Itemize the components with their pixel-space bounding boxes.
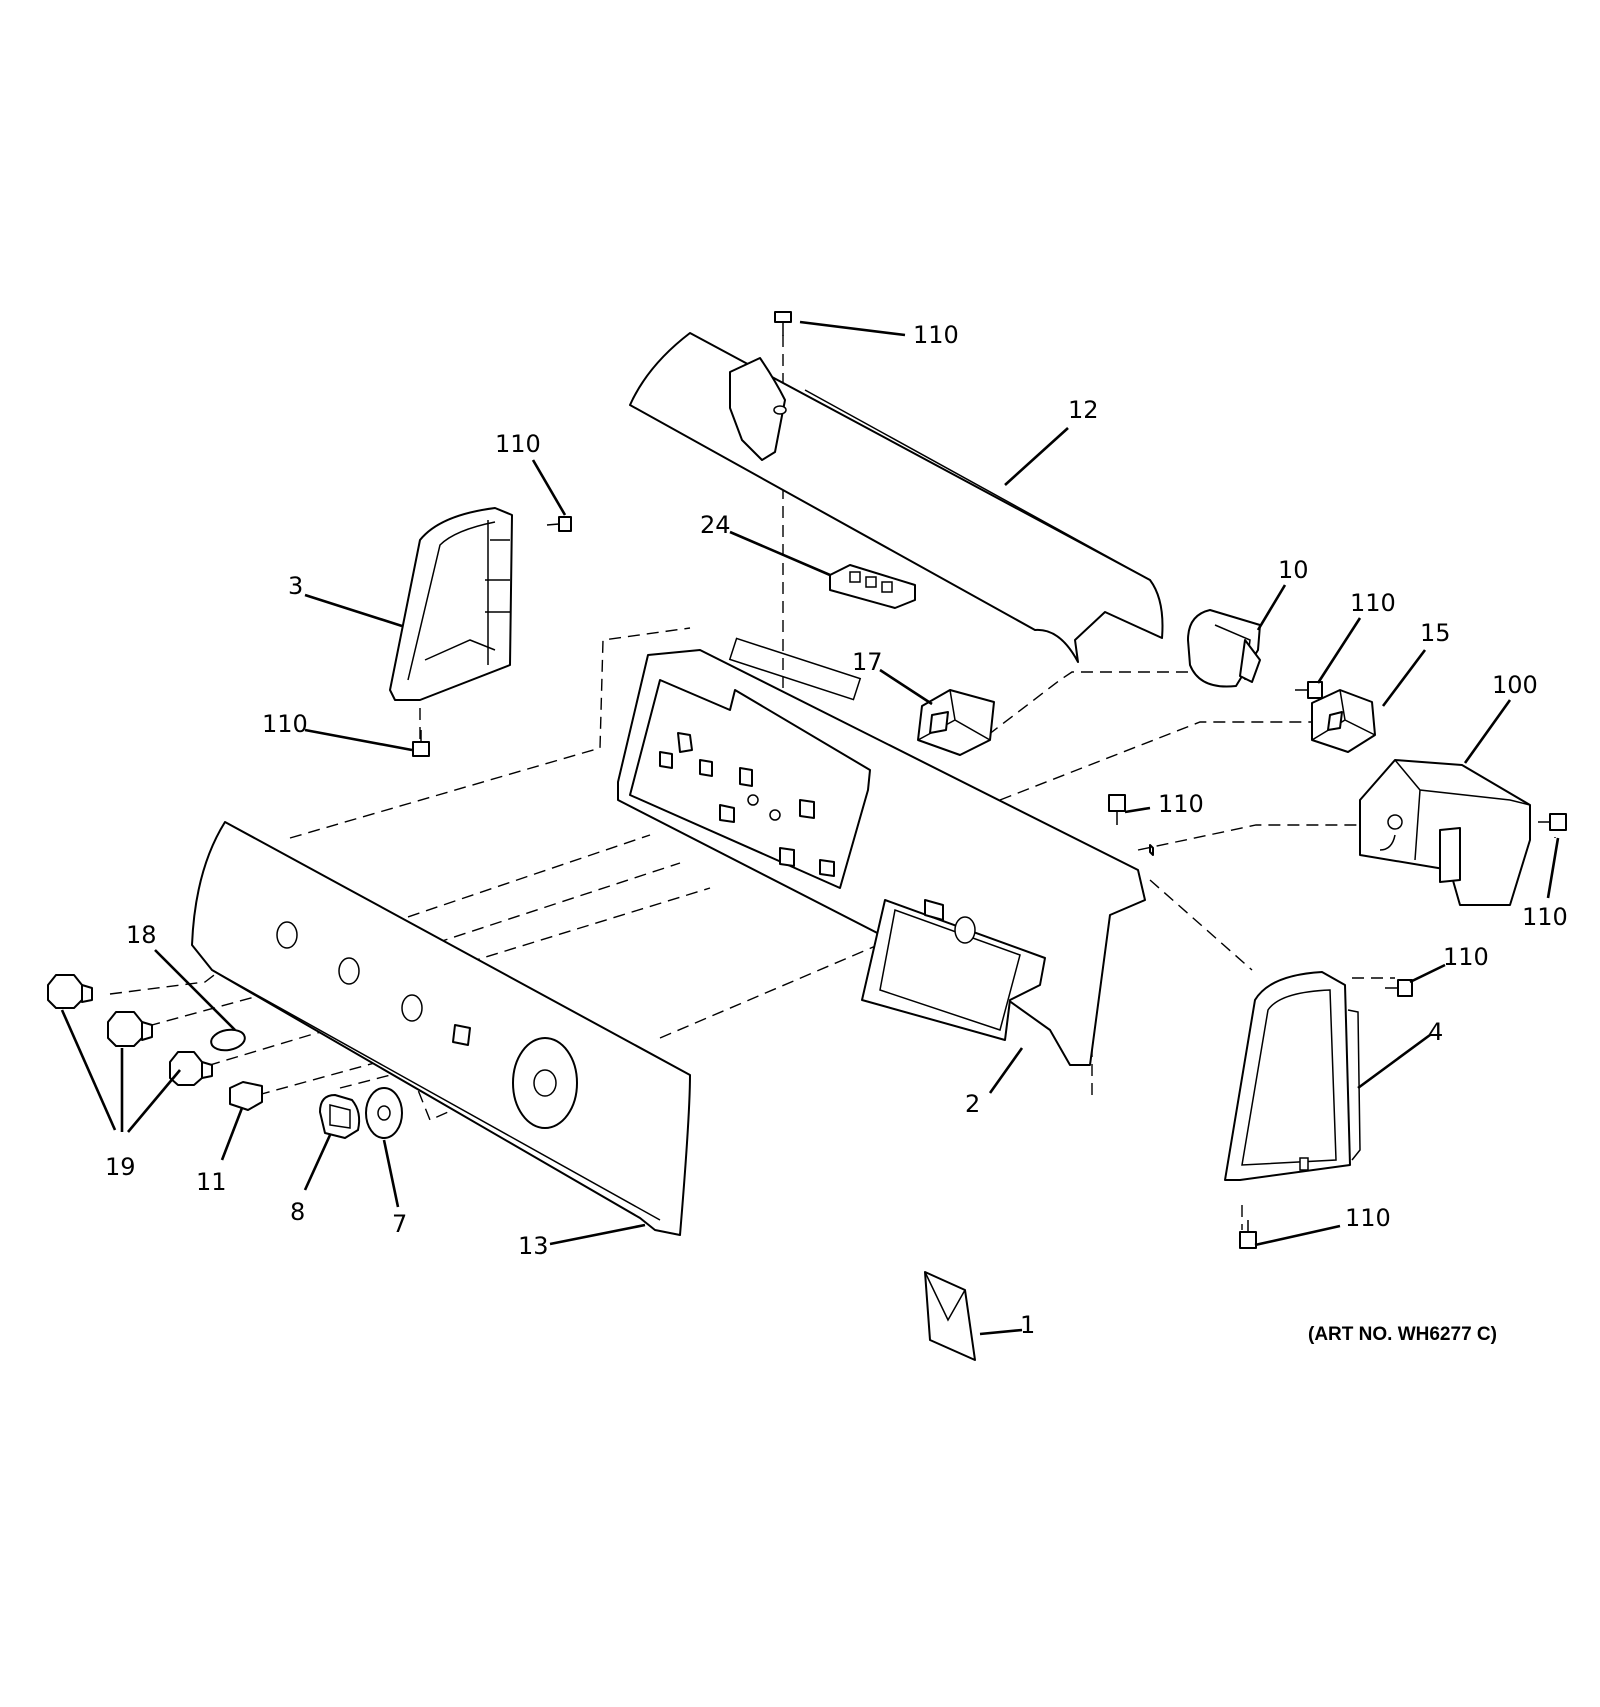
callout-110-left-top: 110 [495,430,541,458]
callout-18: 18 [126,921,157,949]
main-control-panel [617,637,1154,1066]
callout-110-panel: 110 [1158,790,1204,818]
art-number: (ART NO. WH6277 C) [1308,1324,1497,1345]
callout-10: 10 [1278,556,1309,584]
callout-12: 12 [1068,396,1099,424]
literature-envelope [924,1271,976,1361]
leader-lines [60,320,1560,1336]
callout-110-left-bottom: 110 [262,710,308,738]
callout-110-bottom: 110 [1345,1204,1391,1232]
rotary-switch [1311,689,1376,753]
left-end-cap [389,507,513,701]
callout-3: 3 [288,572,303,600]
knobs [47,974,213,1086]
callout-19: 19 [105,1153,136,1181]
callout-labels: 110 12 110 24 3 10 110 15 17 100 110 110… [105,321,1568,1345]
right-end-cap [1224,971,1361,1181]
front-console [191,821,691,1236]
callout-1: 1 [1020,1311,1035,1339]
callout-110-timer: 110 [1522,903,1568,931]
callout-110-right-cap: 110 [1443,943,1489,971]
selector-switch [1187,609,1261,688]
knob-skirt [365,1087,403,1139]
switch-block [829,564,916,609]
callout-15: 15 [1420,619,1451,647]
callout-110-top: 110 [913,321,959,349]
callout-24: 24 [700,511,731,539]
callout-13: 13 [518,1232,549,1260]
trim-ring [210,1028,246,1052]
main-knob [319,1094,361,1139]
callout-4: 4 [1428,1018,1443,1046]
push-switch [917,689,995,756]
callout-100: 100 [1492,671,1538,699]
callout-7: 7 [392,1210,407,1238]
indicator-switch [229,1081,263,1111]
callout-110-mid-right: 110 [1350,589,1396,617]
callout-17: 17 [852,648,883,676]
callout-2: 2 [965,1090,980,1118]
callout-11: 11 [196,1168,227,1196]
timer-assembly [1359,759,1531,906]
callout-8: 8 [290,1198,305,1226]
top-cover [629,332,1164,663]
